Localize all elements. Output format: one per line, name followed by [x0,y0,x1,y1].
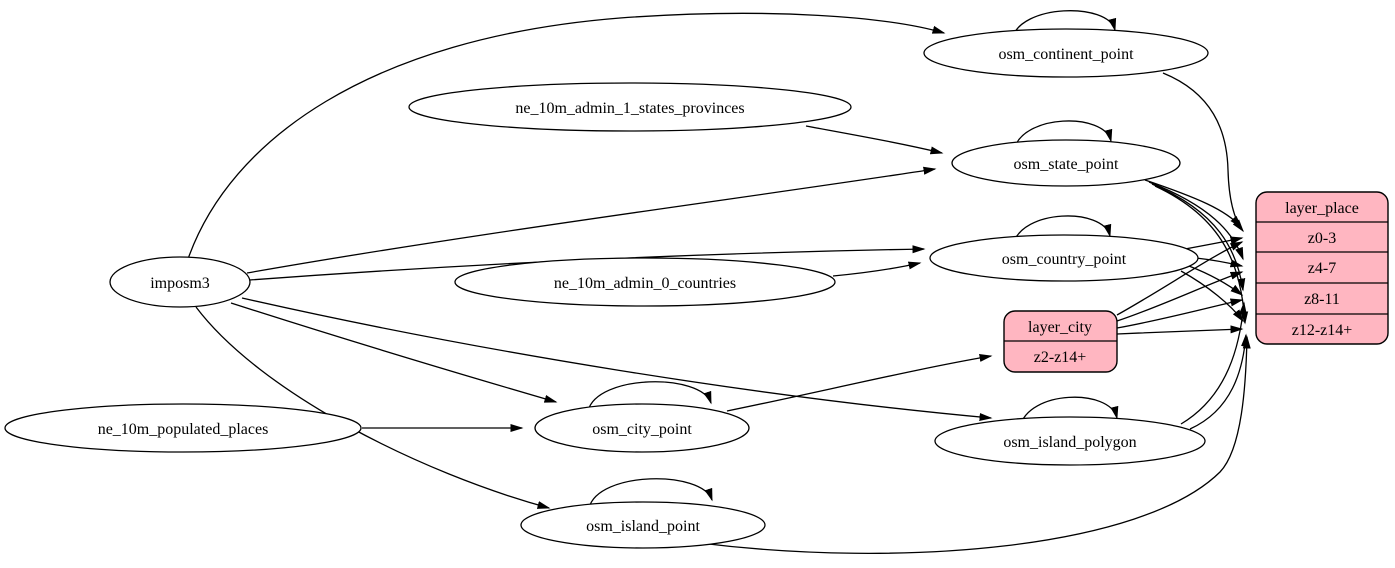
self-loop-osm_continent_point [1011,10,1117,40]
layer_city-row-z2-z14: z2-z14+ [1034,349,1087,366]
edge-osm_city_point-to-layer_city-z2-z14 [726,353,993,412]
osm_island_polygon-label: osm_island_polygon [1003,434,1136,451]
osm_city_point-label: osm_city_point [592,421,692,438]
node-osm_continent_point: osm_continent_point [923,28,1209,78]
osm_island_polygon-ellipse [934,416,1206,466]
layer_city-title: layer_city [1028,319,1092,336]
edge-imposm3-to-osm_island_polygon [241,297,993,421]
edge-osm_country_point-to-layer_place-z12-z14 [1180,270,1244,323]
layer_place-row-z4-7: z4-7 [1308,260,1336,277]
edge-osm_island_point-to-layer_place-z12-z14 [699,335,1251,554]
layer_place-row-z12-z14: z12-z14+ [1292,322,1353,339]
node-ne_10m_populated_places: ne_10m_populated_places [4,403,362,453]
edge-ne_10m_admin_1_states_provinces-to-osm_state_point [805,125,944,155]
node-osm_island_polygon: osm_island_polygon [934,416,1206,466]
edge-osm_continent_point-to-layer_place-z0-3 [1162,72,1244,233]
edge-ne_10m_admin_0_countries-to-osm_country_point [832,261,922,277]
osm_continent_point-ellipse [923,28,1209,78]
self-loop-osm_city_point [587,381,712,412]
ne_10m_admin_1_states_provinces-label: ne_10m_admin_1_states_provinces [515,100,744,117]
osm_country_point-ellipse [929,234,1199,282]
ne_10m_populated_places-ellipse [4,403,362,453]
layer_place-row-z0-3: z0-3 [1308,230,1336,247]
edge-osm_island_polygon-to-layer_place-z12-z14 [1189,333,1250,430]
ne_10m_admin_0_countries-ellipse [454,257,836,307]
imposm3-ellipse [109,256,251,308]
edge-osm_state_point-to-layer_place-z12-z14 [1154,185,1249,325]
osm_island_point-label: osm_island_point [586,518,700,535]
edge-layer [187,10,1251,554]
record-layer_city: layer_city z2-z14+ [1003,310,1118,373]
osm_country_point-label: osm_country_point [1002,251,1127,268]
node-imposm3: imposm3 [109,256,251,308]
edge-osm_country_point-to-layer_place-z4-7 [1195,257,1244,268]
self-loop-osm_island_point [588,478,713,509]
edge-osm_state_point-to-layer_place-z0-3 [1144,179,1242,229]
imposm3-label: imposm3 [150,275,210,292]
self-loop-osm_island_polygon [1019,396,1119,428]
node-osm_city_point: osm_city_point [534,403,750,453]
record-layer_place: layer_place z0-3 z4-7 z8-11 z12-z14+ [1255,191,1389,345]
node-osm_country_point: osm_country_point [929,234,1199,282]
edge-imposm3-to-osm_state_point [246,166,937,274]
edge-osm_state_point-to-layer_place-z8-11 [1151,183,1246,292]
osm_city_point-ellipse [534,403,750,453]
osm_state_point-ellipse [951,139,1181,187]
edge-layer_city-to-layer_place-z12-z14 [1116,325,1244,335]
layer_place-row-z8-11: z8-11 [1304,291,1340,308]
edge-imposm3-to-osm_continent_point [187,12,946,260]
edge-layer_city-to-layer_place-z4-7 [1116,271,1244,322]
ne_10m_populated_places-label: ne_10m_populated_places [98,421,269,438]
edge-osm_country_point-to-layer_place-z0-3 [1184,236,1244,250]
node-osm_state_point: osm_state_point [951,139,1181,187]
ne_10m_admin_0_countries-label: ne_10m_admin_0_countries [554,275,736,292]
edge-osm_country_point-to-layer_place-z8-11 [1188,265,1244,296]
node-ne_10m_admin_1_states_provinces: ne_10m_admin_1_states_provinces [408,82,852,132]
ne_10m_admin_1_states_provinces-ellipse [408,82,852,132]
osm_state_point-label: osm_state_point [1014,156,1119,173]
self-loop-osm_country_point [1012,215,1112,246]
edge-osm_state_point-to-layer_place-z4-7 [1148,181,1244,261]
node-osm_island_point: osm_island_point [520,501,766,549]
layer_place-title: layer_place [1285,200,1359,217]
node-ne_10m_admin_0_countries: ne_10m_admin_0_countries [454,257,836,307]
edge-osm_island_polygon-to-layer_place-z8-11 [1180,301,1247,425]
edge-layer_city-to-layer_place-z8-11 [1116,298,1244,329]
osm_continent_point-label: osm_continent_point [998,46,1134,63]
self-loop-osm_state_point [1013,120,1113,151]
osm_island_point-ellipse [520,501,766,549]
layer_place-box [1255,191,1389,345]
edge-imposm3-to-osm_city_point [230,302,558,403]
